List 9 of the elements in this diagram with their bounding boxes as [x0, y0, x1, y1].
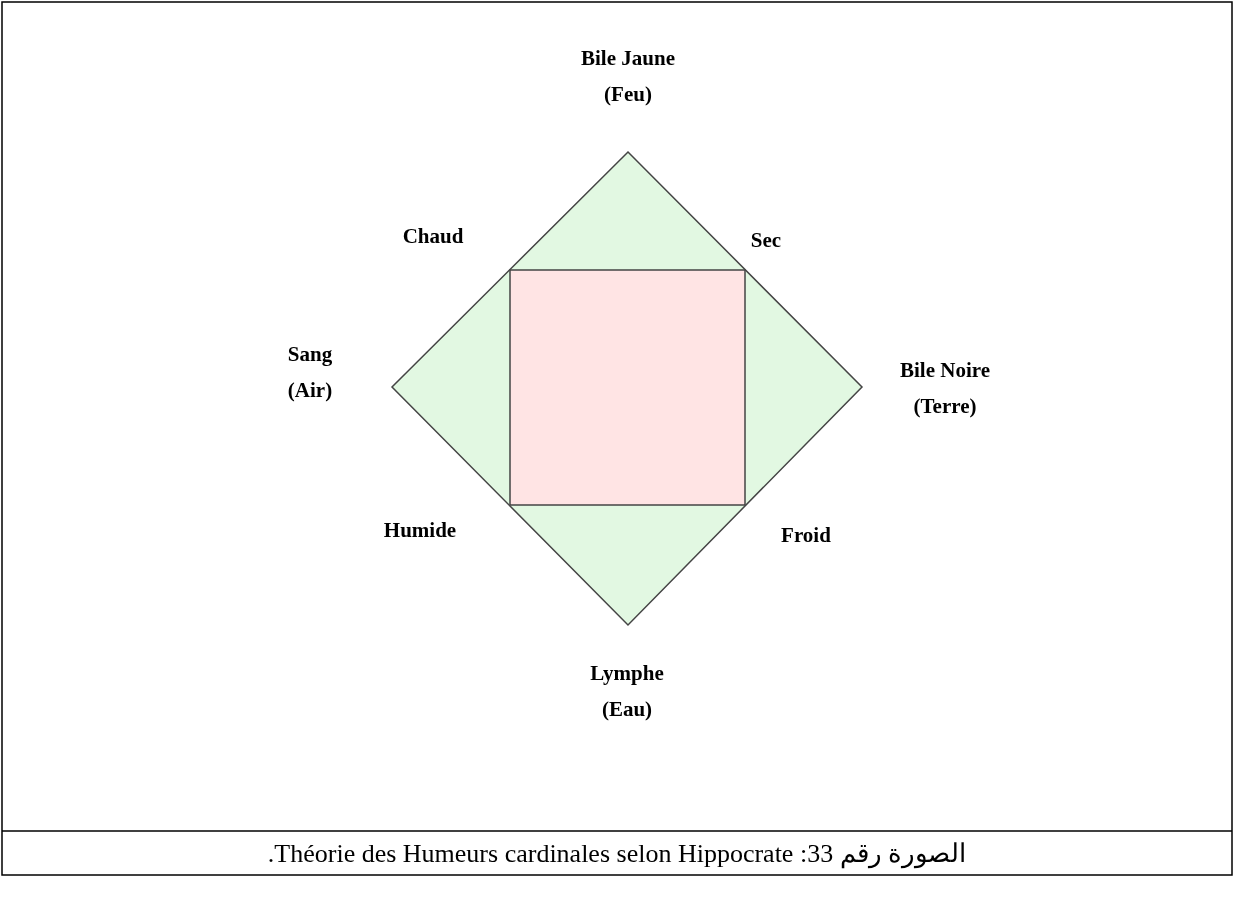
- humor-label: Bile Noire (Terre): [900, 358, 990, 418]
- quality-label: Froid: [781, 523, 831, 547]
- quality-label: Humide: [383, 518, 457, 542]
- quality-label: Sec: [750, 228, 782, 252]
- humor-label: Sang (Air): [287, 342, 333, 402]
- quality-label: Chaud: [402, 224, 464, 248]
- humor-label: Lymphe (Eau): [590, 661, 664, 721]
- humor-label: Bile Jaune (Feu): [581, 46, 675, 106]
- caption: الصورة رقم 33: Théorie des Humeurs cardinales selon Hippocrate.: [267, 839, 967, 868]
